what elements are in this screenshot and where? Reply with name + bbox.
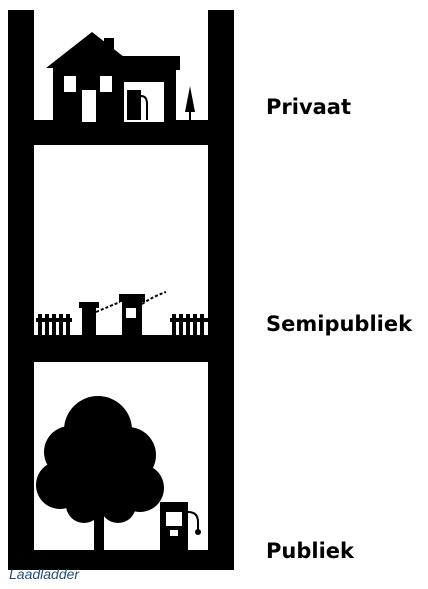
ladder-right-rail — [208, 10, 234, 570]
fenced-parking-charger-icon — [36, 292, 208, 336]
house-with-charger-icon — [46, 32, 195, 122]
figure-caption: Laadladder — [9, 566, 79, 582]
tree-with-public-charger-icon — [36, 396, 201, 552]
ladder-left-rail — [8, 10, 34, 570]
level-label-public: Publiek — [266, 539, 354, 563]
level-label-private: Privaat — [266, 95, 351, 119]
ladder-rung-top — [8, 120, 234, 145]
ladder-rung-middle — [8, 335, 234, 362]
level-label-semi-public: Semipubliek — [266, 312, 412, 336]
